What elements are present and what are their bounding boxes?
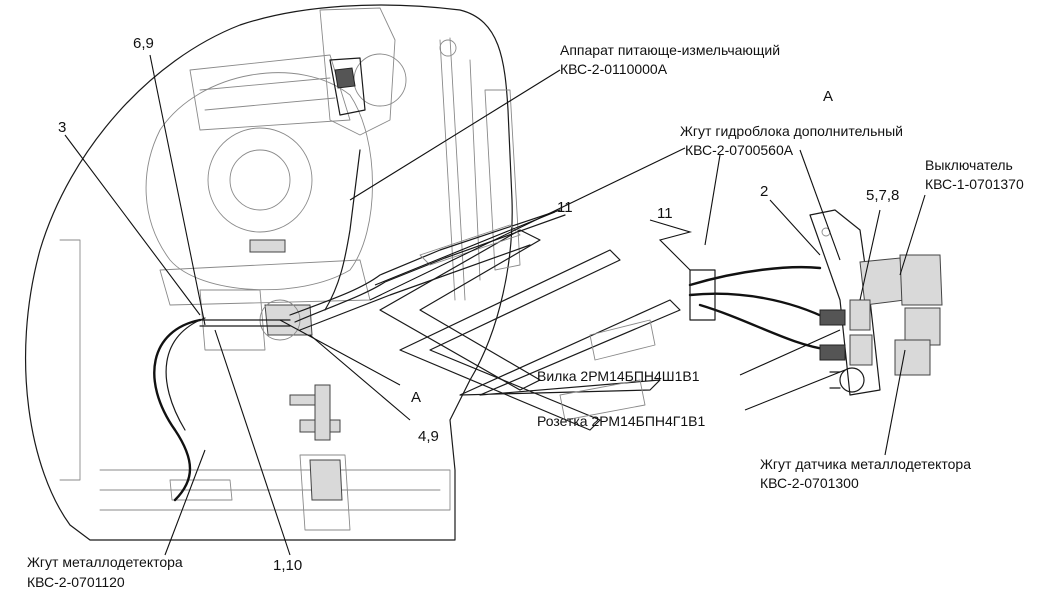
- callout-3: 3: [58, 119, 66, 136]
- detail-view-a: [688, 209, 943, 396]
- label-hydro-harness-code: КВС-2-0700560А: [685, 142, 794, 158]
- part-labels: Аппарат питающе-измельчающий КВС-2-01100…: [27, 42, 1024, 590]
- label-switch-code: КВС-1-0701370: [925, 176, 1024, 192]
- callout-1-10: 1,10: [273, 557, 302, 574]
- callout-6-9: 6,9: [133, 35, 154, 52]
- background-wedges: [379, 224, 681, 431]
- callout-11-main: 11: [557, 199, 573, 216]
- label-switch-name: Выключатель: [925, 157, 1013, 173]
- label-metal-harness-code: КВС-2-0701120: [27, 574, 125, 590]
- callout-2: 2: [760, 183, 768, 200]
- label-sensor-harness-code: КВС-2-0701300: [760, 475, 859, 491]
- callout-5-7-8: 5,7,8: [866, 187, 899, 204]
- harness-cables-main: [153, 149, 566, 502]
- label-apparatus-name: Аппарат питающе-измельчающий: [560, 42, 780, 58]
- label-socket: Розетка 2РМ14БПН4Г1В1: [537, 413, 706, 429]
- view-a-marker-main: А: [411, 389, 421, 406]
- label-hydro-harness-name: Жгут гидроблока дополнительный: [680, 123, 903, 139]
- callout-4-9: 4,9: [418, 428, 439, 445]
- view-a-marker-top: А: [823, 88, 833, 105]
- label-metal-harness-name: Жгут металлодетектора: [27, 554, 183, 570]
- label-sensor-harness-name: Жгут датчика металлодетектора: [760, 456, 971, 472]
- label-apparatus-code: КВС-2-0110000А: [560, 61, 668, 77]
- callout-11-detail: 11: [657, 205, 673, 222]
- leader-lines: [64, 54, 926, 556]
- callout-numbers: 6,9 3 11 11 2 5,7,8 4,9 1,10 А А: [58, 35, 899, 574]
- label-plug: Вилка 2РМ14БПН4Ш1В1: [537, 368, 700, 384]
